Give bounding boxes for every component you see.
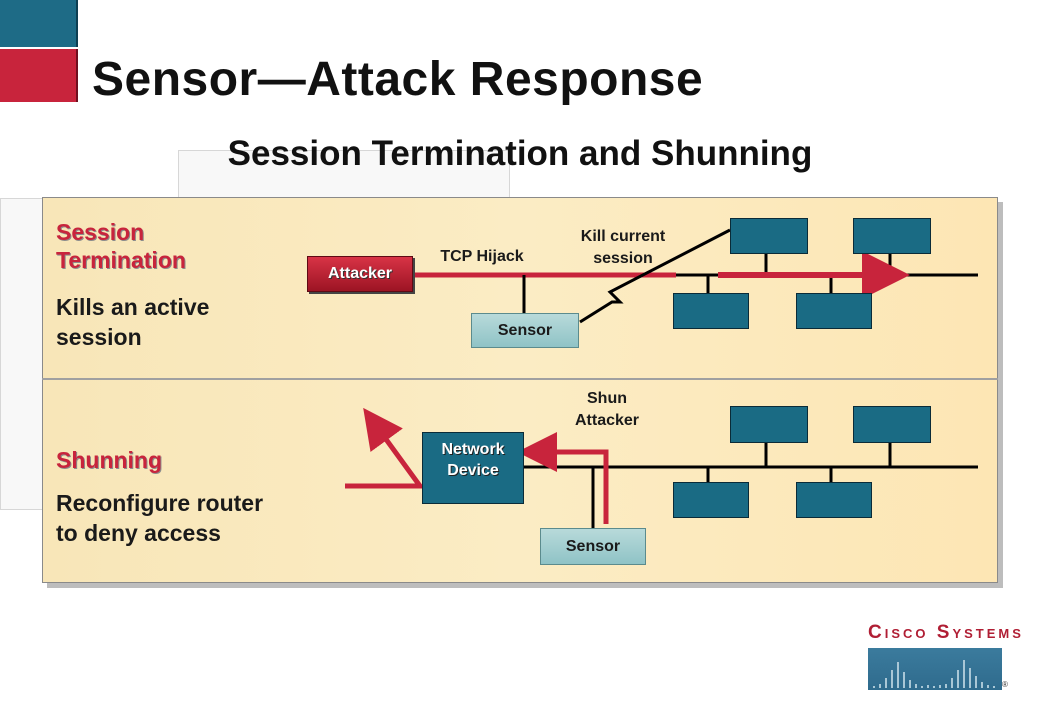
shunning-description-line2: to deny access xyxy=(56,520,221,546)
network-device-box: Network Device xyxy=(422,432,524,504)
kill-session-label: Kill current session xyxy=(553,226,693,270)
background-sketch xyxy=(178,150,510,202)
kill-session-label-line1: Kill current xyxy=(580,228,666,245)
session-termination-description-line2: session xyxy=(56,324,142,350)
attacker-label: Attacker xyxy=(327,265,393,282)
host-box-top-1 xyxy=(730,218,808,254)
shunning-description: Reconfigure router to deny access xyxy=(56,488,263,548)
shun-attacker-arrow xyxy=(517,432,609,524)
shun-attacker-label: Shun Attacker xyxy=(546,388,668,432)
shun-attacker-label-line2: Attacker xyxy=(574,412,640,429)
slide-title: Sensor—Attack Response xyxy=(92,53,704,106)
sensor-label-bottom: Sensor xyxy=(565,537,621,555)
kill-session-label-line2: session xyxy=(593,250,653,267)
panel-divider xyxy=(42,378,998,380)
attacker-box: Attacker xyxy=(307,256,413,292)
background-sketch xyxy=(0,198,44,510)
slide-subtitle: Session Termination and Shunning xyxy=(227,134,813,173)
host-box-top-3 xyxy=(673,293,749,329)
cisco-logo-text: Cisco Systems xyxy=(868,622,1024,643)
host-box-bottom-3 xyxy=(673,482,749,518)
network-device-label-line1: Network xyxy=(441,441,505,458)
host-box-top-4 xyxy=(796,293,872,329)
host-box-bottom-2 xyxy=(853,406,931,443)
sensor-box-top: Sensor xyxy=(471,313,579,348)
cisco-bridge-icon xyxy=(873,660,995,688)
corner-accent-red xyxy=(0,49,78,102)
host-box-bottom-1 xyxy=(730,406,808,443)
session-termination-description-line1: Kills an active xyxy=(56,294,210,320)
shunning-description-line1: Reconfigure router xyxy=(56,490,264,516)
session-termination-heading: Session Termination xyxy=(56,218,186,274)
blocked-traffic-arrow xyxy=(345,407,425,489)
shun-attacker-label-line1: Shun xyxy=(587,390,627,407)
shunning-heading: Shunning xyxy=(56,447,163,473)
session-termination-description: Kills an active session xyxy=(56,292,209,352)
cisco-logo-mark xyxy=(868,648,1002,690)
host-box-bottom-4 xyxy=(796,482,872,518)
sensor-reset-link xyxy=(579,228,731,324)
session-termination-heading-line2: Termination xyxy=(56,247,186,273)
network-device-label-line2: Device xyxy=(447,462,499,479)
corner-accent-blue xyxy=(0,0,78,47)
sensor-label-top: Sensor xyxy=(497,321,553,339)
registered-mark: ® xyxy=(1002,680,1008,689)
session-termination-heading-line1: Session xyxy=(56,219,145,245)
content-panel xyxy=(42,197,998,583)
tcp-hijack-label: TCP Hijack xyxy=(440,248,524,265)
sensor-box-bottom: Sensor xyxy=(540,528,646,565)
host-box-top-2 xyxy=(853,218,931,254)
